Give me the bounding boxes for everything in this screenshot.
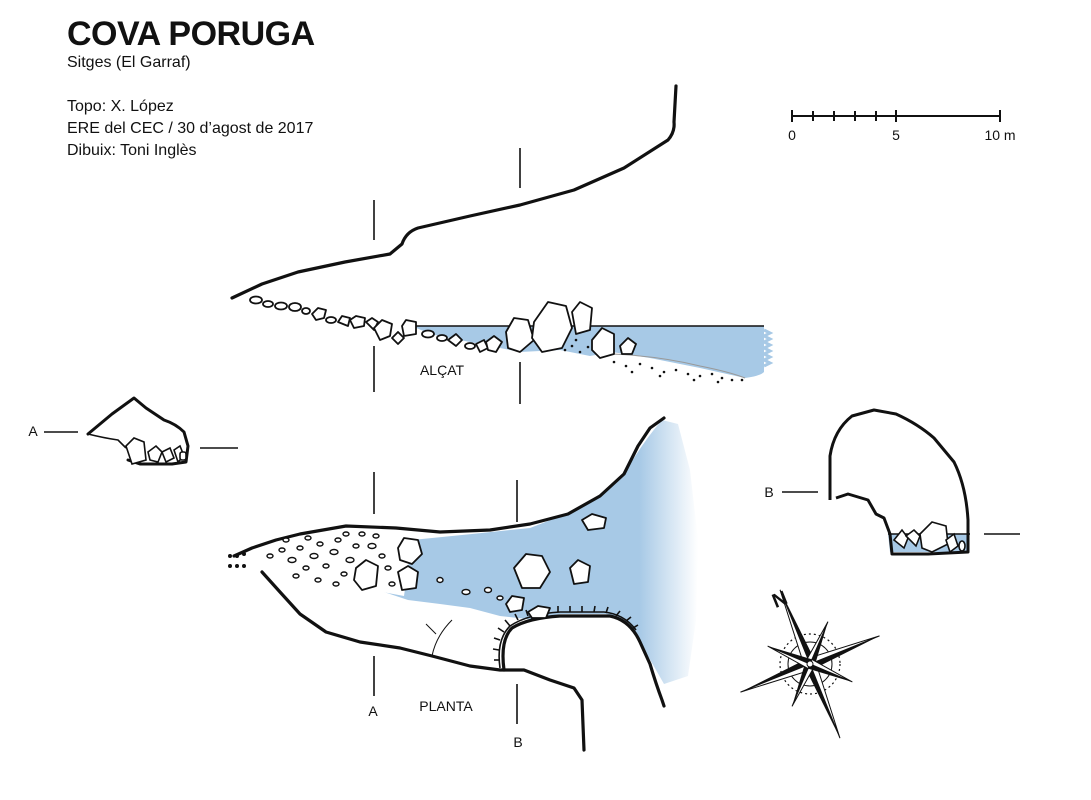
cross-section-b: B	[764, 408, 1020, 556]
scale-bar: 0 5 10 m	[788, 110, 1016, 143]
scale-label-0: 0	[788, 127, 796, 143]
credit-drawing: Dibuix: Toni Inglès	[67, 142, 197, 159]
compass-rose-icon: N	[740, 587, 880, 739]
scale-label-10: 10 m	[984, 127, 1015, 143]
plan-south-wall	[260, 570, 586, 752]
scale-label-5: 5	[892, 127, 900, 143]
elevation-view: ALÇAT	[230, 84, 774, 384]
location-subtitle: Sitges (El Garraf)	[67, 54, 191, 71]
section-b-left-label: B	[764, 484, 773, 500]
plan-label: PLANTA	[419, 698, 473, 714]
plan-water	[372, 420, 698, 684]
elevation-label: ALÇAT	[420, 362, 465, 378]
plan-inner-wall	[501, 614, 666, 708]
section-guides	[373, 148, 521, 724]
credits-block: Topo: X. López ERE del CEC / 30 d’agost …	[67, 96, 313, 162]
section-b-plan-label: B	[513, 734, 522, 750]
section-a-left-label: A	[28, 423, 38, 439]
elevation-water	[412, 326, 764, 378]
credit-team-date: ERE del CEC / 30 d’agost de 2017	[67, 120, 314, 137]
section-a-plan-label: A	[368, 703, 378, 719]
elevation-ceiling	[230, 84, 678, 300]
credit-topo: Topo: X. López	[67, 98, 174, 115]
page-title: COVA PORUGA	[67, 15, 315, 53]
plan-view: PLANTA A B	[228, 416, 698, 752]
cross-section-a: A	[28, 396, 238, 466]
